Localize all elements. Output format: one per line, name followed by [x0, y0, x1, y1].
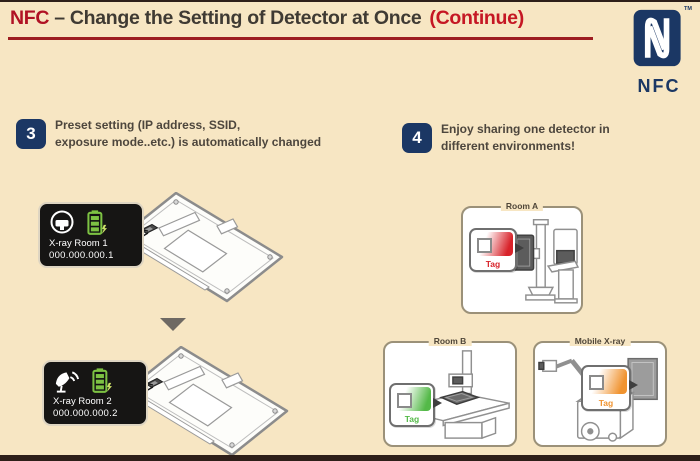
- room-a-panel: Room A Tag: [461, 201, 583, 314]
- nfc-chip-icon: [477, 238, 492, 253]
- top-frame-bar: [0, 0, 700, 2]
- room-b-label: Room B: [428, 336, 472, 346]
- step-3-line1: Preset setting (IP address, SSID,: [55, 118, 241, 132]
- step-4-badge: 4: [402, 123, 432, 153]
- nfc-tag-callout-mobile: Tag: [581, 365, 638, 411]
- nfc-logo: TM NFC: [630, 6, 692, 97]
- step-4-line1: Enjoy sharing one detector in: [441, 122, 610, 136]
- status-icons: [53, 368, 112, 394]
- nfc-chip-icon: [397, 393, 412, 408]
- detector-status-label-room1: X-ray Room 1 000.000.000.1: [38, 202, 144, 268]
- nfc-tag-callout-room-b: Tag: [389, 383, 442, 427]
- tag-label: Tag: [485, 259, 501, 269]
- satellite-dish-icon: [55, 371, 80, 393]
- nfc-chip-icon: [589, 375, 604, 390]
- title-underline: [8, 37, 593, 40]
- trademark-symbol: TM: [684, 6, 692, 12]
- nfc-tag-callout-room-a: Tag: [469, 228, 524, 272]
- room-name: X-ray Room 2: [53, 396, 112, 407]
- title-continuation: (Continue): [429, 7, 524, 29]
- tag-pointer-icon: [629, 380, 638, 390]
- step-3-badge: 3: [16, 119, 46, 149]
- room-b-panel: Room B Tag: [383, 336, 517, 447]
- nfc-wordmark: NFC: [637, 76, 681, 96]
- down-arrow-icon: [160, 318, 186, 331]
- ip-address: 000.000.000.2: [53, 408, 118, 419]
- tag-pointer-icon: [515, 243, 524, 253]
- step-4-line2: different environments!: [441, 139, 576, 153]
- title-main: – Change the Setting of Detector at Once: [54, 7, 422, 29]
- room-name: X-ray Room 1: [49, 238, 108, 249]
- step-4-text: Enjoy sharing one detector in different …: [441, 121, 610, 155]
- ip-address: 000.000.000.1: [49, 250, 114, 261]
- page-title: NFC– Change the Setting of Detector at O…: [10, 7, 524, 30]
- title-brand: NFC: [10, 7, 50, 29]
- bottom-frame-bar: [0, 455, 700, 461]
- mobile-xray-panel: Mobile X-ray Tag: [533, 336, 667, 447]
- tag-label: Tag: [598, 398, 614, 408]
- step-3-text: Preset setting (IP address, SSID, exposu…: [55, 117, 321, 151]
- room-a-label: Room A: [500, 201, 544, 211]
- mobile-xray-label: Mobile X-ray: [569, 336, 631, 346]
- detector-status-label-room2: X-ray Room 2 000.000.000.2: [42, 360, 148, 426]
- detector-panel-room2: [126, 346, 291, 458]
- status-icons: [49, 210, 107, 236]
- tag-label: Tag: [404, 414, 420, 424]
- tag-pointer-icon: [433, 398, 442, 408]
- nfc-n-mark-icon: [633, 9, 681, 67]
- battery-charging-icon: [92, 368, 112, 393]
- step-3-line2: exposure mode..etc.) is automatically ch…: [55, 135, 322, 149]
- battery-charging-icon: [87, 210, 107, 235]
- xray-tube-icon: [50, 210, 74, 234]
